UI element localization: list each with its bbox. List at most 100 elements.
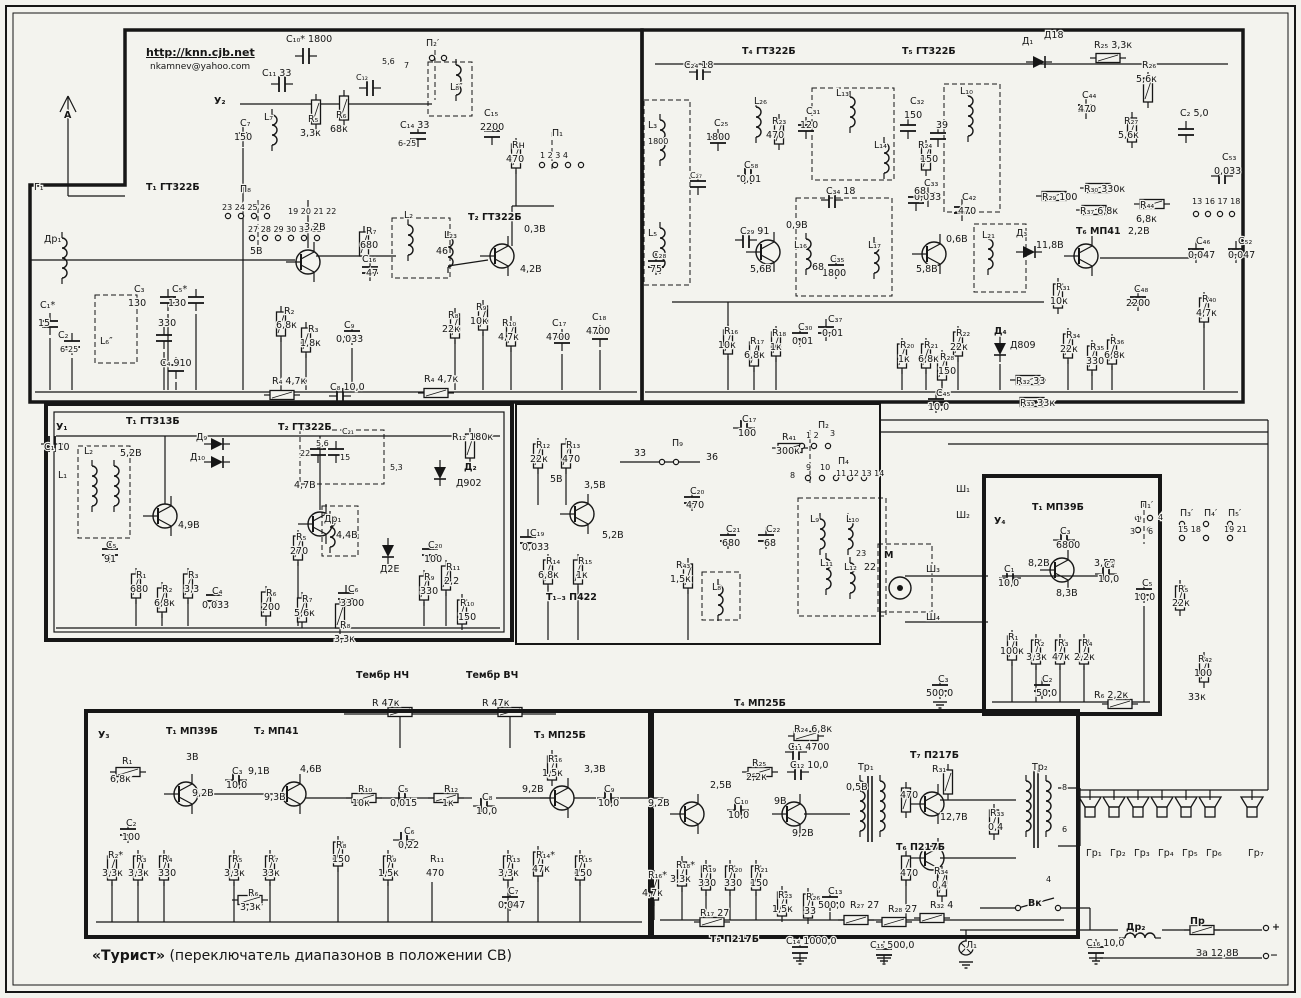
- transistor: [760, 254, 775, 263]
- component-label: R₁₁: [430, 854, 444, 865]
- component-label: C₁₁ 4700: [788, 742, 829, 753]
- component-label: Rн: [512, 140, 525, 151]
- transistor: [574, 503, 589, 512]
- resistor: [701, 918, 723, 926]
- component-label: 470: [506, 154, 524, 165]
- component-label: R₄₃: [676, 560, 690, 571]
- resistor: [684, 566, 692, 586]
- component-label: 13 16 17 18: [1192, 197, 1240, 206]
- component-label: 22к: [950, 342, 968, 353]
- resistor: [921, 914, 943, 922]
- component-label: 47: [366, 268, 378, 279]
- resistor: [132, 576, 140, 596]
- component-label: R₃₁: [1056, 282, 1070, 293]
- component-label: L₂: [84, 446, 93, 457]
- component-label: R₁₄*: [536, 850, 555, 861]
- component-label: 330: [158, 318, 176, 329]
- component-label: 6: [1062, 825, 1067, 834]
- component-label: R₃₅: [1090, 342, 1104, 353]
- component-label: Т₆ П217Б: [896, 842, 945, 853]
- component-label: Д2Е: [380, 564, 399, 575]
- speaker-icon: [1156, 806, 1168, 818]
- component-label: П₄: [838, 456, 849, 467]
- switch-contact: [577, 161, 585, 169]
- component-label: 10к: [352, 798, 370, 809]
- component-label: C₁₆: [362, 254, 376, 265]
- component-label: Т₁ МП39Б: [166, 726, 218, 737]
- component-label: П₂: [818, 420, 829, 431]
- component-label: 0,033: [202, 600, 229, 611]
- component-label: 68: [914, 186, 926, 197]
- component-label: Тр₂: [1031, 762, 1048, 773]
- resistor: [435, 794, 457, 802]
- component-label: 3,3к: [498, 868, 519, 879]
- component-label: 3,3В: [584, 764, 606, 775]
- component-label: 470: [900, 790, 918, 801]
- resistor: [548, 758, 556, 778]
- component-label: R₄: [1082, 638, 1093, 649]
- coil: [819, 518, 826, 550]
- resistor: [574, 562, 582, 582]
- component-label: 22: [864, 562, 876, 573]
- module-outline: [648, 709, 1080, 939]
- component-label: 0,5В: [846, 782, 868, 793]
- caption-title: «Турист»: [92, 948, 166, 964]
- component-label: 4,7к: [1196, 308, 1217, 319]
- component-label: 10,0: [728, 810, 749, 821]
- component-label: R₂₃: [772, 116, 786, 127]
- component-label: 10,0: [1134, 592, 1155, 603]
- resistor: [425, 389, 447, 397]
- transistor: [554, 800, 569, 809]
- component-label: 50,0: [1036, 688, 1057, 699]
- component-label: 0,033: [914, 192, 941, 203]
- component-label: У₁: [56, 422, 68, 433]
- component-label: C₃₀: [798, 322, 812, 333]
- resistor: [724, 332, 732, 352]
- component-label: C₂ 5,0: [1180, 108, 1209, 119]
- component-label: Гр₆: [1206, 848, 1222, 859]
- component-label: П₉: [672, 438, 683, 449]
- component-label: 68к: [330, 124, 348, 135]
- transistor: [926, 243, 941, 252]
- component-label: R₂₆: [806, 892, 820, 903]
- component-label: R₅: [296, 532, 307, 543]
- component-label: 470: [1078, 104, 1096, 115]
- component-label: Т₂ ГТ322Б: [278, 422, 332, 433]
- shield-box: [427, 61, 473, 117]
- component-label: 2,2В: [1128, 226, 1150, 237]
- component-label: 0,047: [498, 900, 525, 911]
- resistor: [702, 868, 710, 888]
- component-label: L₁₇: [868, 240, 881, 251]
- caption-subtitle: (переключатель диапазонов в положении СВ…: [165, 948, 512, 964]
- component-label: Гр₁: [1086, 848, 1102, 859]
- component-label: 6,8к: [154, 598, 175, 609]
- component-label: R₁₁: [446, 562, 460, 573]
- resistor: [1144, 80, 1152, 100]
- switch-contact: [1204, 210, 1212, 218]
- component-label: R₁₂: [536, 440, 550, 451]
- resistor: [277, 314, 285, 334]
- component-label: 1,8к: [300, 338, 321, 349]
- switch-contact: [428, 54, 436, 62]
- switch-contact: [832, 474, 840, 482]
- component-label: 4,4В: [336, 530, 358, 541]
- component-label: R₁₀: [358, 784, 372, 795]
- transistor: [924, 806, 939, 815]
- component-label: 1к: [770, 342, 782, 353]
- component-label: R₂: [1034, 638, 1045, 649]
- component-label: Ш₄: [926, 612, 940, 623]
- component-label: R₂*: [108, 850, 123, 861]
- speaker-icon: [1180, 806, 1192, 818]
- component-label: R₄₀: [1202, 294, 1216, 305]
- component-label: R₃₀ 330к: [1084, 184, 1125, 195]
- resistor: [678, 864, 686, 884]
- component-label: R₇: [268, 854, 279, 865]
- component-label: R₁₀: [502, 318, 516, 329]
- component-label: C₁₇: [742, 414, 756, 425]
- component-label: 1800: [648, 137, 668, 146]
- component-label: C₁₄ 1000,0: [786, 936, 837, 947]
- component-label: L₁: [58, 470, 67, 481]
- transistor: [760, 241, 775, 250]
- component-label: 0,033: [336, 334, 363, 345]
- switch-contact: [1178, 534, 1186, 542]
